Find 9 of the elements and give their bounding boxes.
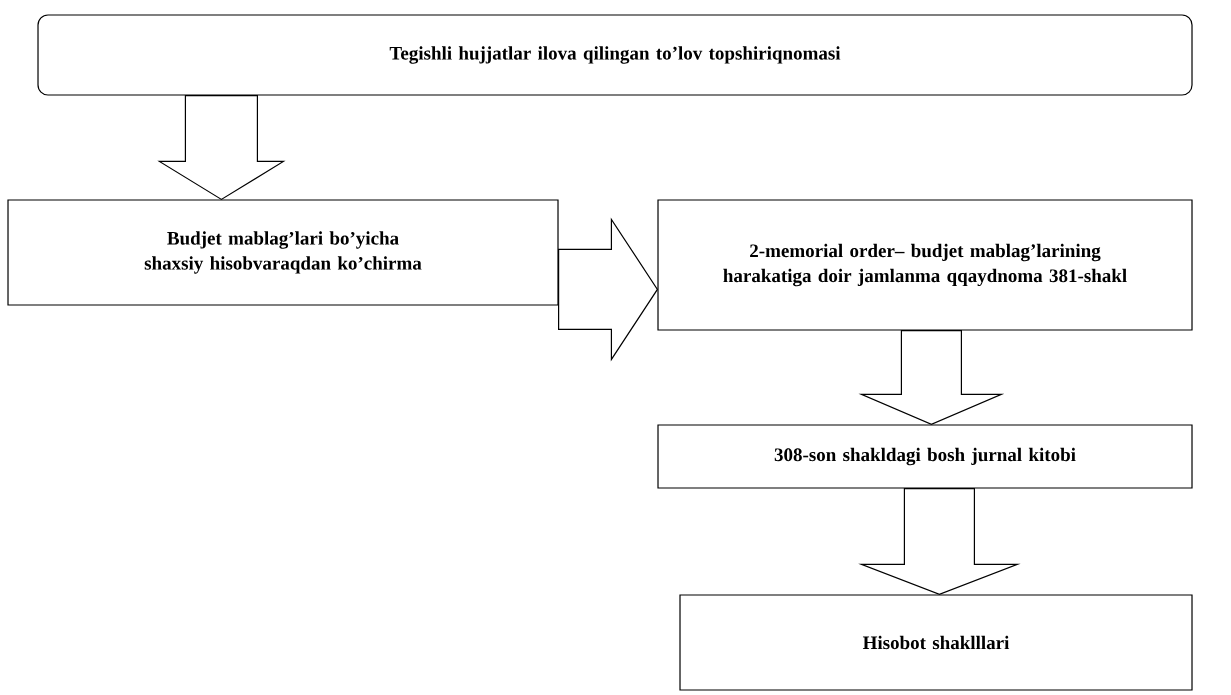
process-box: 308-son shakldagi bosh jurnal kitobi: [657, 424, 1193, 489]
block-arrow: [858, 488, 1021, 596]
process-box: 2-memorial order– budjet mablag’larining harakatiga doir jamlanma qqaydnoma 381-shakl: [657, 199, 1193, 331]
process-box: Budjet mablag’lari bo’yicha shaxsiy hisobvaraqdan ko’chirma: [7, 199, 559, 306]
process-box: Tegishli hujjatlar ilova qilingan to’lov topshiriqnomasi: [37, 14, 1193, 96]
block-arrow: [157, 95, 286, 201]
block-arrow: [558, 217, 659, 362]
process-box: Hisobot shaklllari: [679, 594, 1193, 691]
block-arrow: [858, 330, 1005, 426]
